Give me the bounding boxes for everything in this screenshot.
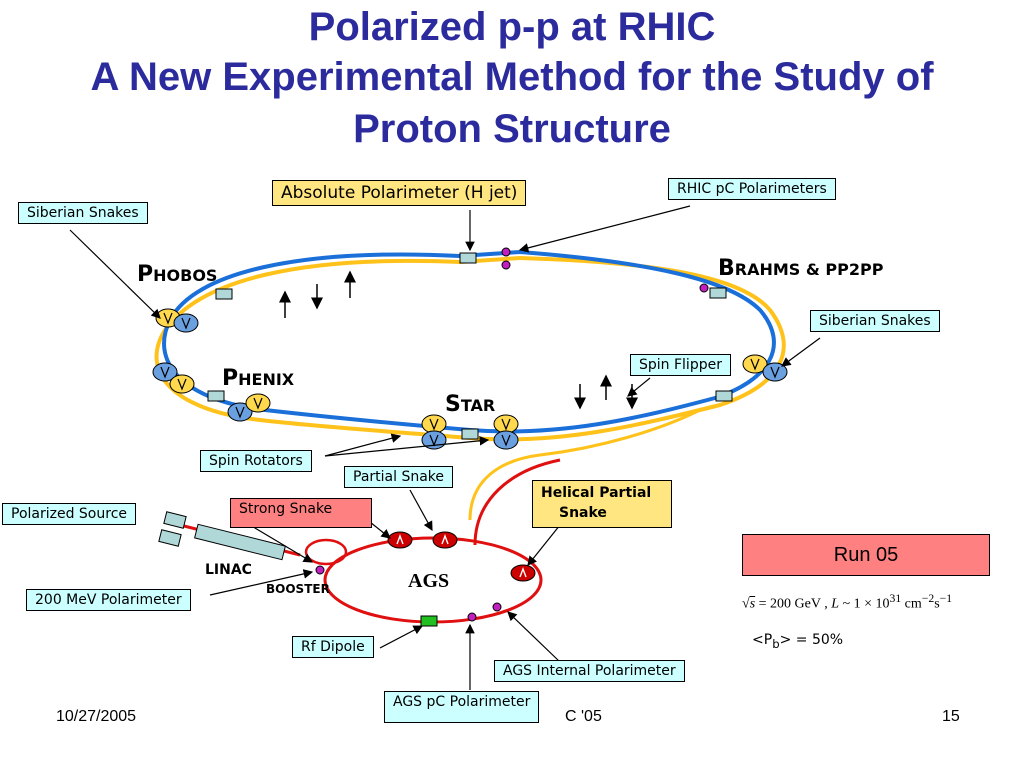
- rf-dipole-device: [420, 615, 438, 627]
- rf-dipole-box: Rf Dipole: [292, 636, 374, 658]
- rhic-pc-polarimeter-dot-1: [501, 247, 511, 257]
- linac-label: LINAC: [205, 562, 252, 578]
- linac: [194, 523, 286, 561]
- phenix-label: PHENIX: [222, 366, 295, 391]
- phobos-label: PHOBOS: [137, 262, 218, 287]
- snake-yellow-phenix-2: [245, 393, 271, 413]
- spin-flipper-box: Spin Flipper: [630, 354, 731, 376]
- footer-center: C '05: [565, 708, 602, 725]
- transfer-line: [468, 408, 701, 521]
- siberian-snakes-box-left: Siberian Snakes: [18, 202, 148, 224]
- rhic-pc-polarimeter-dot-2: [501, 260, 511, 270]
- ags-internal-polarimeter-box: AGS Internal Polarimeter: [494, 660, 685, 682]
- spin-flipper-device: [715, 390, 733, 402]
- strong-snake-magnet-1: [387, 531, 413, 549]
- polarized-source-box: Polarized Source: [2, 503, 137, 525]
- footer-page: 15: [942, 708, 960, 725]
- brahms-device: [709, 287, 727, 299]
- booster-polarimeter-dot: [315, 565, 325, 575]
- polarized-source-device-1: [163, 511, 187, 529]
- ags-internal-polarimeter-dot: [492, 602, 502, 612]
- rhic-pc-polarimeters-box: RHIC pC Polarimeters: [668, 178, 836, 200]
- absolute-polarimeter-box: Absolute Polarimeter (H jet): [272, 180, 527, 206]
- helical-snake-magnet: [510, 564, 536, 582]
- star-label: STAR: [445, 392, 496, 417]
- title-line-3: Proton Structure: [353, 107, 671, 151]
- run-05-box: Run 05: [742, 534, 990, 576]
- polarized-source-device-2: [158, 529, 182, 547]
- helical-partial-snake-box: Helical Partial Snake: [532, 480, 672, 528]
- snake-yellow-star-2: [493, 414, 519, 434]
- siberian-snakes-box-right: Siberian Snakes: [810, 310, 940, 332]
- title-line-1: Polarized p-p at RHIC: [308, 5, 716, 49]
- strong-snake-box: Strong Snake: [230, 498, 372, 528]
- partial-snake-box: Partial Snake: [344, 466, 454, 488]
- booster-label: BOOSTER: [266, 582, 330, 596]
- strong-snake-magnet-2: [432, 531, 458, 549]
- footer-date: 10/27/2005: [56, 708, 137, 725]
- ags-pc-polarimeter-box: AGS pC Polarimeter: [384, 691, 540, 723]
- phobos-device: [215, 288, 233, 300]
- title-line-2: A New Experimental Method for the Study …: [90, 55, 934, 99]
- beam-polarization: <Pb> = 50%: [752, 632, 844, 651]
- spin-rotators-box: Spin Rotators: [200, 450, 312, 472]
- phenix-device: [207, 390, 225, 402]
- brahms-label: BRAHMS & PP2PP: [718, 256, 884, 281]
- brahms-polarimeter-dot: [699, 283, 709, 293]
- snake-blue-star-2: [493, 430, 519, 450]
- ags-pc-polarimeter-dot: [467, 612, 477, 622]
- snake-blue-phobos-1: [173, 313, 199, 333]
- helical-partial-snake-line-2: Snake: [559, 505, 607, 521]
- snake-yellow-star-1: [421, 414, 447, 434]
- hjet-device: [459, 252, 477, 264]
- luminosity-formula: √s = 200 GeV , L ~ 1 × 1031 cm−2s−1: [742, 592, 953, 612]
- ags-label: AGS: [408, 570, 450, 592]
- helical-partial-snake-line-1: Helical Partial: [541, 485, 652, 501]
- star-device: [461, 428, 479, 440]
- snake-yellow-phenix-1: [169, 374, 195, 394]
- mev-polarimeter-box: 200 MeV Polarimeter: [26, 589, 191, 611]
- booster-ring: [304, 538, 348, 566]
